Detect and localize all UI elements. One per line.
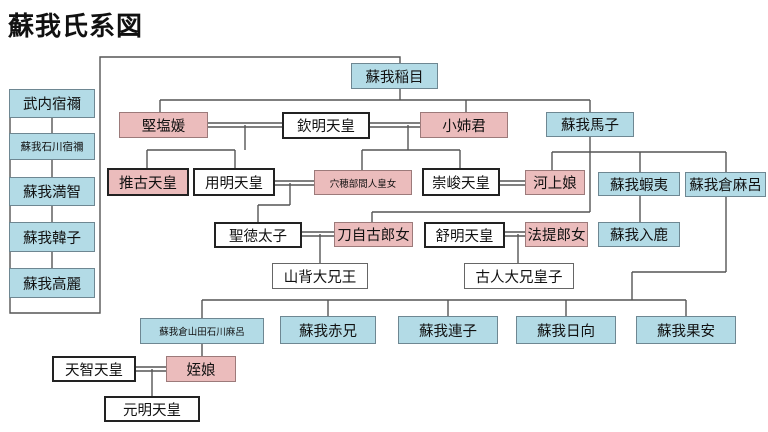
person-kuramaro: 蘇我倉麻呂 — [685, 172, 766, 197]
person-koma: 蘇我高麗 — [9, 268, 95, 298]
person-hatayasu: 蘇我果安 — [636, 316, 736, 344]
person-iname: 蘇我稲目 — [351, 63, 438, 89]
person-kinmei: 欽明天皇 — [282, 112, 370, 139]
person-akae: 蘇我赤兄 — [280, 316, 376, 344]
person-yamashiro: 山背大兄王 — [272, 263, 368, 289]
person-genmei: 元明天皇 — [104, 396, 200, 422]
person-shotoku: 聖徳太子 — [214, 222, 302, 248]
person-karako: 蘇我韓子 — [9, 222, 95, 252]
person-anahobe: 穴穂部間人皇女 — [314, 170, 412, 195]
person-umako: 蘇我馬子 — [546, 112, 634, 137]
person-iruka: 蘇我入鹿 — [598, 222, 680, 247]
person-jomei: 舒明天皇 — [424, 222, 505, 248]
person-hotehoto: 法提郎女 — [525, 222, 588, 247]
person-kawakami: 河上娘 — [525, 170, 585, 195]
person-ishikawamaro: 蘇我倉山田石川麻呂 — [140, 318, 264, 344]
person-machi: 蘇我満智 — [9, 177, 95, 206]
person-sushun: 崇峻天皇 — [422, 168, 500, 196]
person-takeuchi: 武内宿禰 — [9, 89, 95, 118]
person-suiko: 推古天皇 — [107, 168, 189, 196]
person-emishi: 蘇我蝦夷 — [598, 172, 680, 196]
person-himuka: 蘇我日向 — [516, 316, 616, 344]
person-ochi: 姪娘 — [166, 356, 236, 382]
person-kitashihime: 堅塩媛 — [119, 112, 208, 138]
person-ishikawa: 蘇我石川宿禰 — [9, 133, 95, 160]
person-muraji: 蘇我連子 — [398, 316, 498, 344]
person-tojiko: 刀自古郎女 — [334, 222, 413, 247]
person-yomei: 用明天皇 — [193, 168, 275, 196]
person-furuhito: 古人大兄皇子 — [464, 263, 574, 289]
person-oanegimi: 小姉君 — [420, 112, 508, 138]
person-tenji: 天智天皇 — [52, 356, 136, 382]
page-title: 蘇我氏系図 — [8, 12, 144, 42]
